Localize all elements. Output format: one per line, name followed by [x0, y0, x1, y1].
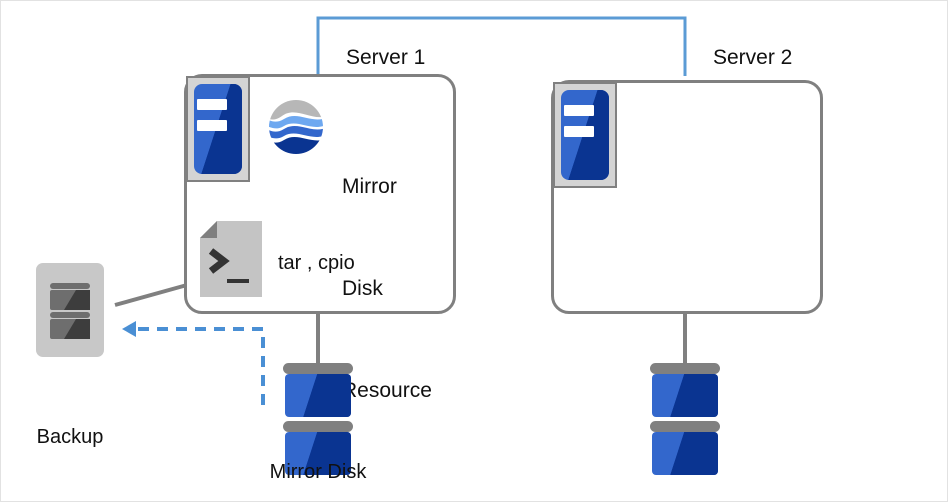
backup-flow-arrow-icon [122, 321, 265, 405]
disk-platter-1 [285, 374, 351, 417]
backup-device-glyph [50, 283, 90, 339]
server-icon-bar-2 [197, 120, 227, 131]
server-icon-bar-1 [564, 105, 594, 116]
mirror-disk-resource-globe-icon [269, 100, 323, 154]
disk-cap-middle [283, 421, 353, 432]
backup-device-icon [36, 263, 104, 357]
server-icon-bar-1 [197, 99, 227, 110]
disk-cap-middle [650, 421, 720, 432]
server2-disk-stack [650, 363, 720, 475]
backup-device-connector [114, 283, 188, 307]
interconnect-line [316, 16, 687, 76]
resource-label-line-2: Disk [342, 277, 383, 300]
mirror-disk-label: Mirror Disk [269, 461, 367, 483]
disk-platter-2 [285, 432, 351, 475]
backup-device-label-line-1: Backup [36, 426, 104, 448]
resource-label-line-3: Resource [342, 379, 432, 402]
tar-cpio-label: tar , cpio [278, 252, 355, 274]
mirror-disk-stack [283, 363, 353, 475]
server2-icon [553, 82, 617, 188]
server1-icon [186, 76, 250, 182]
script-file-icon [200, 221, 262, 297]
server-icon-bar-2 [564, 126, 594, 137]
disk-platter-2 [652, 432, 718, 475]
mirror-disk-resource-label: Mirror Disk Resource [342, 102, 432, 476]
disk-platter-1 [652, 374, 718, 417]
disk-cap-top [283, 363, 353, 374]
server2-box [551, 80, 823, 314]
server1-label: Server 1 [346, 46, 426, 69]
backup-device-label: Backup device [10, 365, 130, 501]
resource-label-line-1: Mirror [342, 175, 397, 198]
disk-cap-top [650, 363, 720, 374]
server2-label: Server 2 [713, 46, 793, 69]
